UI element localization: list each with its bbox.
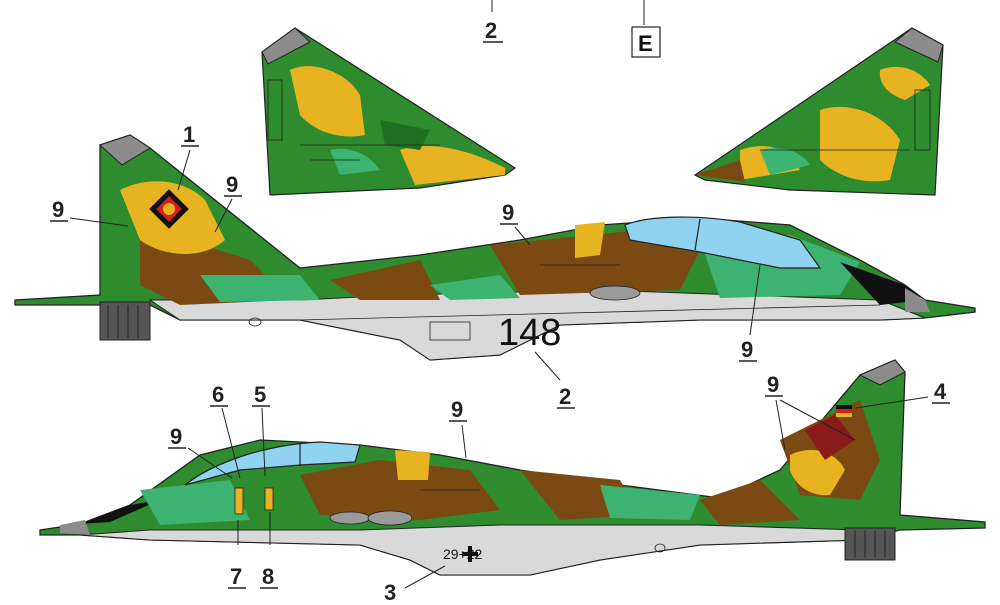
- svg-text:4: 4: [934, 379, 947, 404]
- callout-6: 6: [210, 382, 241, 479]
- iron-cross-icon: [462, 546, 478, 562]
- callout-9-f: 9: [168, 424, 233, 479]
- callout-9-a: 9: [50, 197, 129, 227]
- svg-text:7: 7: [230, 564, 242, 589]
- aircraft-profile-lower: [39, 359, 986, 576]
- svg-text:6: 6: [212, 382, 224, 407]
- serial-number-lower: 29+22: [443, 546, 483, 562]
- svg-text:9: 9: [502, 200, 514, 225]
- fin-left-view: [261, 27, 517, 196]
- svg-text:3: 3: [384, 580, 396, 605]
- fin-right-view: [693, 27, 944, 196]
- callout-9-b: 9: [214, 172, 242, 233]
- aircraft-profile-upper: [14, 134, 976, 361]
- svg-text:9: 9: [767, 372, 779, 397]
- callout-9-d: 9: [739, 264, 761, 362]
- svg-text:9: 9: [52, 197, 64, 222]
- callout-9-e: 9: [449, 397, 467, 459]
- callout-7: 7: [228, 520, 246, 589]
- gdr-emblem-icon: [149, 189, 189, 229]
- svg-text:2: 2: [559, 384, 571, 409]
- callout-2-top: 2: [483, 0, 503, 43]
- svg-text:9: 9: [226, 172, 238, 197]
- svg-text:5: 5: [254, 382, 266, 407]
- german-flag-icon: [836, 405, 852, 417]
- callout-2-lower: 2: [534, 351, 575, 409]
- callout-8: 8: [260, 512, 278, 589]
- serial-number-upper: 148: [498, 312, 561, 354]
- callout-9-g: 9: [765, 372, 856, 451]
- variant-letter-box: E: [631, 0, 661, 58]
- svg-text:E: E: [638, 31, 653, 56]
- svg-text:9: 9: [451, 397, 463, 422]
- callout-9-c: 9: [500, 200, 531, 246]
- callout-3: 3: [384, 565, 446, 605]
- callout-1: 1: [177, 122, 199, 191]
- svg-text:1: 1: [183, 122, 195, 147]
- svg-text:9: 9: [741, 337, 753, 362]
- callout-4: 4: [855, 379, 950, 409]
- svg-text:8: 8: [262, 564, 274, 589]
- svg-text:9: 9: [170, 424, 182, 449]
- callout-5: 5: [252, 382, 270, 477]
- svg-text:2: 2: [485, 18, 497, 43]
